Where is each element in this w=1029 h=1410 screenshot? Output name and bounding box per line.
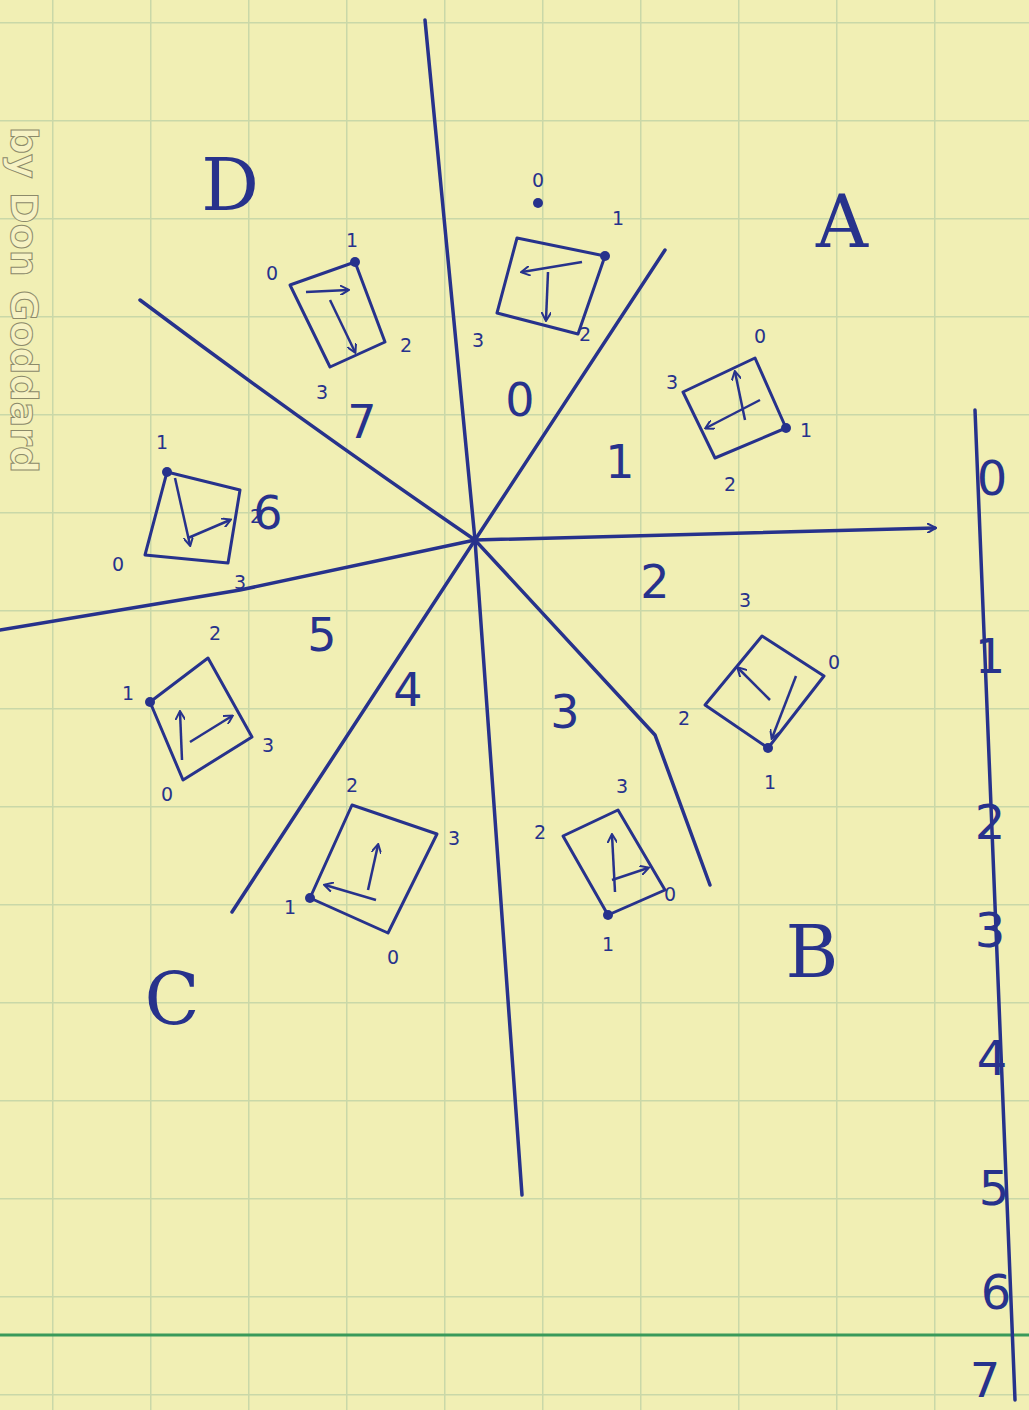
margin-line <box>0 1334 1029 1337</box>
orientation-arrows <box>175 262 796 900</box>
oriented-squares <box>145 238 824 933</box>
region-letter: B <box>786 916 839 988</box>
corner-number: 0 <box>161 785 173 804</box>
scale-number: 6 <box>981 1268 1012 1316</box>
corner-number: 0 <box>754 327 766 346</box>
corner-number: 3 <box>262 736 274 755</box>
scale-number: 1 <box>975 632 1006 680</box>
corner-number: 3 <box>739 591 751 610</box>
corner-number: 1 <box>764 773 776 792</box>
corner-number: 2 <box>250 507 262 526</box>
scale-number: 4 <box>977 1034 1008 1082</box>
corner-number: 0 <box>266 264 278 283</box>
corner-number: 2 <box>534 823 546 842</box>
corner-number: 3 <box>448 829 460 848</box>
region-letter: D <box>201 149 259 221</box>
corner-number: 3 <box>472 331 484 350</box>
octant-number: 7 <box>347 399 376 445</box>
corner-number: 2 <box>724 475 736 494</box>
corner-number: 1 <box>612 209 624 228</box>
corner-number: 2 <box>579 325 591 344</box>
corner-number: 2 <box>678 709 690 728</box>
corner-number: 0 <box>387 948 399 967</box>
octant-number: 4 <box>393 667 422 713</box>
corner-number: 3 <box>666 373 678 392</box>
region-letter: C <box>144 964 199 1036</box>
corner-number: 1 <box>284 898 296 917</box>
corner-number: 0 <box>828 653 840 672</box>
octant-number: 3 <box>550 689 579 735</box>
corner-number: 3 <box>616 777 628 796</box>
corner-number: 2 <box>400 336 412 355</box>
corner-number: 0 <box>112 555 124 574</box>
corner-number: 0 <box>532 171 544 190</box>
corner-number: 1 <box>602 935 614 954</box>
corner-number: 0 <box>664 885 676 904</box>
corner-number: 2 <box>209 624 221 643</box>
scale-number: 0 <box>977 454 1008 502</box>
corner-number: 1 <box>156 433 168 452</box>
scale-number: 2 <box>975 798 1006 846</box>
scale-number: 3 <box>975 906 1006 954</box>
corner-number: 1 <box>122 684 134 703</box>
region-letter: A <box>816 186 868 258</box>
corner-number: 1 <box>346 231 358 250</box>
scale-number: 7 <box>970 1356 1001 1404</box>
scale-number: 5 <box>979 1164 1010 1212</box>
octant-axes <box>0 20 1015 1400</box>
corner-number: 2 <box>346 776 358 795</box>
corner-number: 1 <box>800 421 812 440</box>
octant-number: 0 <box>505 377 534 423</box>
octant-number: 1 <box>605 439 634 485</box>
octant-number: 2 <box>640 559 669 605</box>
corner-number: 3 <box>234 573 246 592</box>
corner-dots <box>145 198 791 920</box>
octant-number: 5 <box>307 612 336 658</box>
corner-number: 3 <box>316 383 328 402</box>
watermark: by Don Goddard <box>5 127 43 473</box>
